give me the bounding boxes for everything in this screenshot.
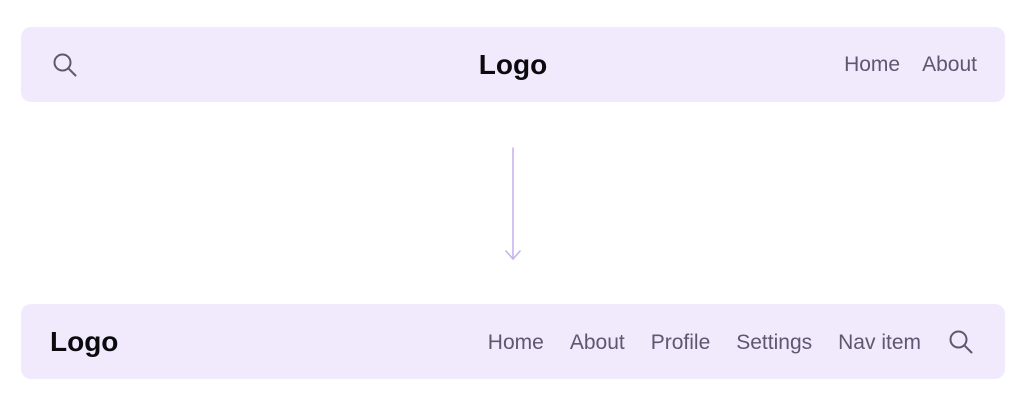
nav-item-about[interactable]: About — [569, 330, 625, 354]
nav-item-profile[interactable]: Profile — [650, 330, 711, 354]
search-icon[interactable] — [51, 51, 79, 79]
nav-item-extra[interactable]: Nav item — [838, 330, 921, 354]
nav-item-settings[interactable]: Settings — [736, 330, 813, 354]
nav-links: Home About Profile Settings Nav item — [488, 328, 975, 356]
arrow-down-icon — [503, 147, 523, 263]
nav-item-home[interactable]: Home — [844, 53, 901, 76]
navbar-after: Logo Home About Profile Settings Nav ite… — [21, 304, 1005, 379]
logo[interactable]: Logo — [478, 49, 548, 80]
navbar-before: Logo Home About — [21, 27, 1005, 102]
nav-item-home[interactable]: Home — [487, 330, 544, 354]
search-icon[interactable] — [947, 328, 975, 356]
logo[interactable]: Logo — [50, 326, 119, 357]
nav-links: Home About — [844, 54, 977, 75]
nav-item-about[interactable]: About — [922, 53, 977, 76]
